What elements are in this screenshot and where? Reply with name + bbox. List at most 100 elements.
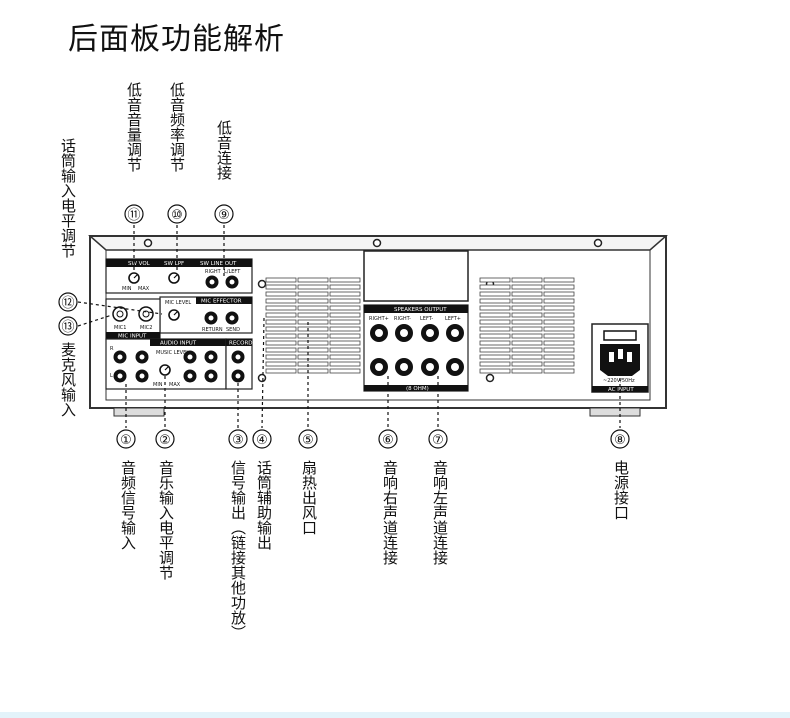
left-plus-label: LEFT+ (445, 316, 461, 322)
vent-slot (543, 333, 575, 339)
vent-slot (329, 333, 361, 339)
num-4: ④ (256, 433, 268, 448)
left-minus-label: LEFT- (420, 316, 433, 322)
music-max: MAX (169, 382, 181, 388)
vent-slot (329, 361, 361, 367)
vent-slot (329, 291, 361, 297)
music-level-knob[interactable] (159, 364, 171, 376)
desc-11: 低音音量调节 (125, 82, 143, 172)
vent-slot (297, 291, 329, 297)
vent-slot (297, 298, 329, 304)
vent-slot (329, 312, 361, 318)
vent-slot (511, 312, 543, 318)
num-7: ⑦ (432, 433, 444, 448)
vent-slot (479, 361, 511, 367)
mic2-label: MIC2 (140, 325, 152, 331)
vent-slot (329, 305, 361, 311)
vent-slot (511, 361, 543, 367)
vent-slot (297, 361, 329, 367)
vent-grille-right (479, 277, 575, 374)
speakers-output-label: SPEAKERS OUTPUT (394, 307, 447, 313)
sw-lpf-knob[interactable] (168, 272, 180, 284)
vent-slot (543, 326, 575, 332)
vent-slot (511, 347, 543, 353)
desc-3: 信号输出（链接其他功放） (229, 460, 247, 640)
vent-slot (265, 291, 297, 297)
vent-slot (329, 284, 361, 290)
vent-slot (329, 354, 361, 360)
mic-effector-label: MIC EFFECTOR (201, 299, 242, 305)
vent-slot (543, 277, 575, 283)
vent-slot (511, 291, 543, 297)
vent-slot (297, 277, 329, 283)
vent-slot (543, 305, 575, 311)
sw-out-left: L/LEFT (224, 269, 241, 275)
vent-slot (479, 319, 511, 325)
mic-level-knob[interactable] (168, 309, 180, 321)
vent-slot (329, 298, 361, 304)
audio-input-jacks[interactable] (113, 350, 218, 383)
vent-slot (265, 305, 297, 311)
sw-line-out-jacks[interactable] (205, 275, 239, 289)
vent-slot (511, 354, 543, 360)
vent-slot (329, 368, 361, 374)
mic-input-jacks[interactable] (112, 306, 154, 322)
number-labels: ⑪ ⑩ ⑨ ⑫ ⑬ ① ② ③ ④ ⑤ ⑥ ⑦ ⑧ (61, 208, 625, 448)
vent-slot (543, 340, 575, 346)
mic-effector-jacks[interactable] (204, 311, 239, 325)
num-1: ① (120, 433, 132, 448)
desc-10: 低音频率调节 (168, 82, 186, 172)
sw-line-out-label: SW LINE OUT (200, 261, 237, 267)
vent-slot (543, 284, 575, 290)
right-minus-label: RIGHT- (394, 316, 411, 322)
ac-input-label: AC INPUT (608, 387, 634, 393)
vent-slot (479, 312, 511, 318)
mic-effector-section: MIC EFFECTOR MIC LEVEL RETURN SEND (159, 296, 253, 334)
bottom-bar (0, 712, 790, 718)
ac-input-section: AC INPUT ~220V/50Hz (591, 323, 649, 393)
vent-slot (297, 312, 329, 318)
leader-lines (77, 225, 621, 429)
vent-slot (265, 277, 297, 283)
vent-slot (329, 347, 361, 353)
desc-7: 音响左声道连接 (431, 460, 449, 566)
vent-slot (511, 340, 543, 346)
speaker-terminals[interactable] (370, 324, 464, 376)
sw-lpf-label: SW LPF (164, 261, 184, 267)
power-socket[interactable] (600, 330, 640, 376)
desc-8: 电源接口 (612, 460, 630, 520)
vent-slot (479, 333, 511, 339)
record-section: RECORD (225, 338, 253, 390)
vent-slot (543, 298, 575, 304)
sw-out-right: RIGHT (205, 269, 222, 275)
num-12: ⑫ (61, 296, 74, 311)
record-jacks[interactable] (231, 350, 245, 383)
sw-vol-knob[interactable] (128, 272, 140, 284)
vent-slot (479, 326, 511, 332)
num-5: ⑤ (302, 433, 314, 448)
vent-slot (543, 312, 575, 318)
vent-slot (329, 340, 361, 346)
desc-6: 音响右声道连接 (381, 460, 399, 566)
vent-slot (511, 284, 543, 290)
vent-slot (265, 326, 297, 332)
sw-vol-label: SW VOL (128, 261, 151, 267)
ohm-label: (8 OHM) (406, 386, 429, 392)
vent-slot (265, 319, 297, 325)
return-label: RETURN (202, 327, 223, 333)
vent-slot (479, 284, 511, 290)
vent-slot (265, 333, 297, 339)
speakers-output-section: SPEAKERS OUTPUT (8 OHM) RIGHT+ RIGHT- LE… (363, 304, 469, 392)
vent-slot (511, 305, 543, 311)
label-plate (363, 250, 469, 302)
vent-slot (297, 284, 329, 290)
num-6: ⑥ (382, 433, 394, 448)
vent-slot (297, 319, 329, 325)
desc-13: 麦克风输入 (59, 342, 77, 417)
vent-slot (297, 340, 329, 346)
vent-grille-left (265, 277, 361, 374)
vent-slot (511, 333, 543, 339)
audio-in-r: R (110, 346, 114, 352)
num-2: ② (159, 433, 171, 448)
page-title: 后面板功能解析 (68, 22, 285, 57)
